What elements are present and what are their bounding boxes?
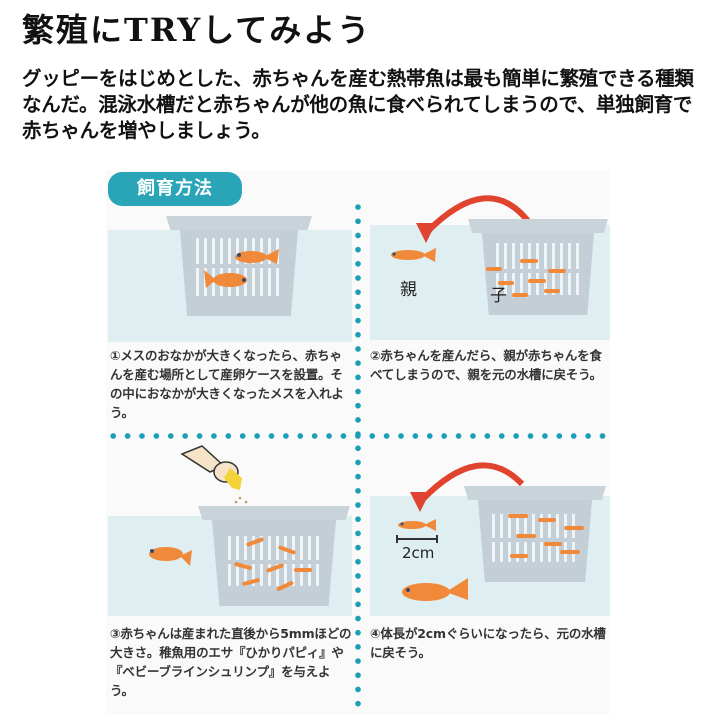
step-caption: ①メスのおなかが大きくなったら、赤ちゃんを産む場所として産卵ケースを設置。その中… bbox=[110, 348, 344, 420]
move-arrow-icon bbox=[410, 462, 525, 512]
breeding-case-icon bbox=[464, 486, 606, 582]
parent-label: 親 bbox=[400, 280, 417, 300]
step-4: 2cm ④体長が2cmぐらいになったら、元の水槽に戻そう。 bbox=[366, 440, 610, 715]
baby-fish-group bbox=[234, 537, 312, 591]
fish-icon bbox=[204, 270, 247, 288]
step-caption: ②赤ちゃんを産んだら、親が赤ちゃんを食べてしまうので、親を元の水槽に戻そう。 bbox=[370, 348, 602, 382]
move-arrow-icon bbox=[416, 195, 531, 243]
intro-paragraph: グッピーをはじめとした、赤ちゃんを産む熱帯魚は最も簡単に繁殖できる種類なんだ。混… bbox=[22, 67, 694, 142]
breeding-case-icon bbox=[468, 219, 608, 315]
step-caption: ③赤ちゃんは産まれた直後から5mmほどの大きさ。稚魚用のエサ『ひかりパピィ』や『… bbox=[110, 626, 352, 698]
baby-fish-group bbox=[508, 514, 584, 558]
breeding-case-icon bbox=[198, 506, 350, 606]
divider-horizontal bbox=[106, 432, 610, 440]
adult-fish-icon bbox=[402, 578, 468, 601]
size-label: 2cm bbox=[402, 544, 435, 562]
child-label: 子 bbox=[490, 286, 507, 306]
food-bottle-icon bbox=[180, 445, 248, 504]
step-3: ③赤ちゃんは産まれた直後から5mmほどの大きさ。稚魚用のエサ『ひかりパピィ』や『… bbox=[106, 440, 352, 715]
parent-fish-icon bbox=[391, 248, 436, 262]
step-1: ①メスのおなかが大きくなったら、赤ちゃんを産む場所として産卵ケースを設置。その中… bbox=[106, 210, 352, 432]
divider-vertical bbox=[354, 200, 362, 715]
size-ruler bbox=[396, 535, 438, 543]
juvenile-fish-icon bbox=[398, 519, 436, 531]
fish-icon bbox=[235, 249, 279, 264]
baby-fish-group bbox=[486, 259, 566, 297]
page-title: 繁殖にTRYしてみよう bbox=[22, 11, 372, 49]
step-caption: ④体長が2cmぐらいになったら、元の水槽に戻そう。 bbox=[370, 626, 606, 660]
step-2: 親 子 ②赤ちゃんを産んだら、親が赤ちゃんを食べてしまうので、親を元の水槽に戻そ… bbox=[366, 175, 610, 432]
section-badge: 飼育方法 bbox=[108, 172, 242, 206]
fish-icon bbox=[149, 547, 192, 566]
breeding-case-icon bbox=[166, 216, 312, 316]
